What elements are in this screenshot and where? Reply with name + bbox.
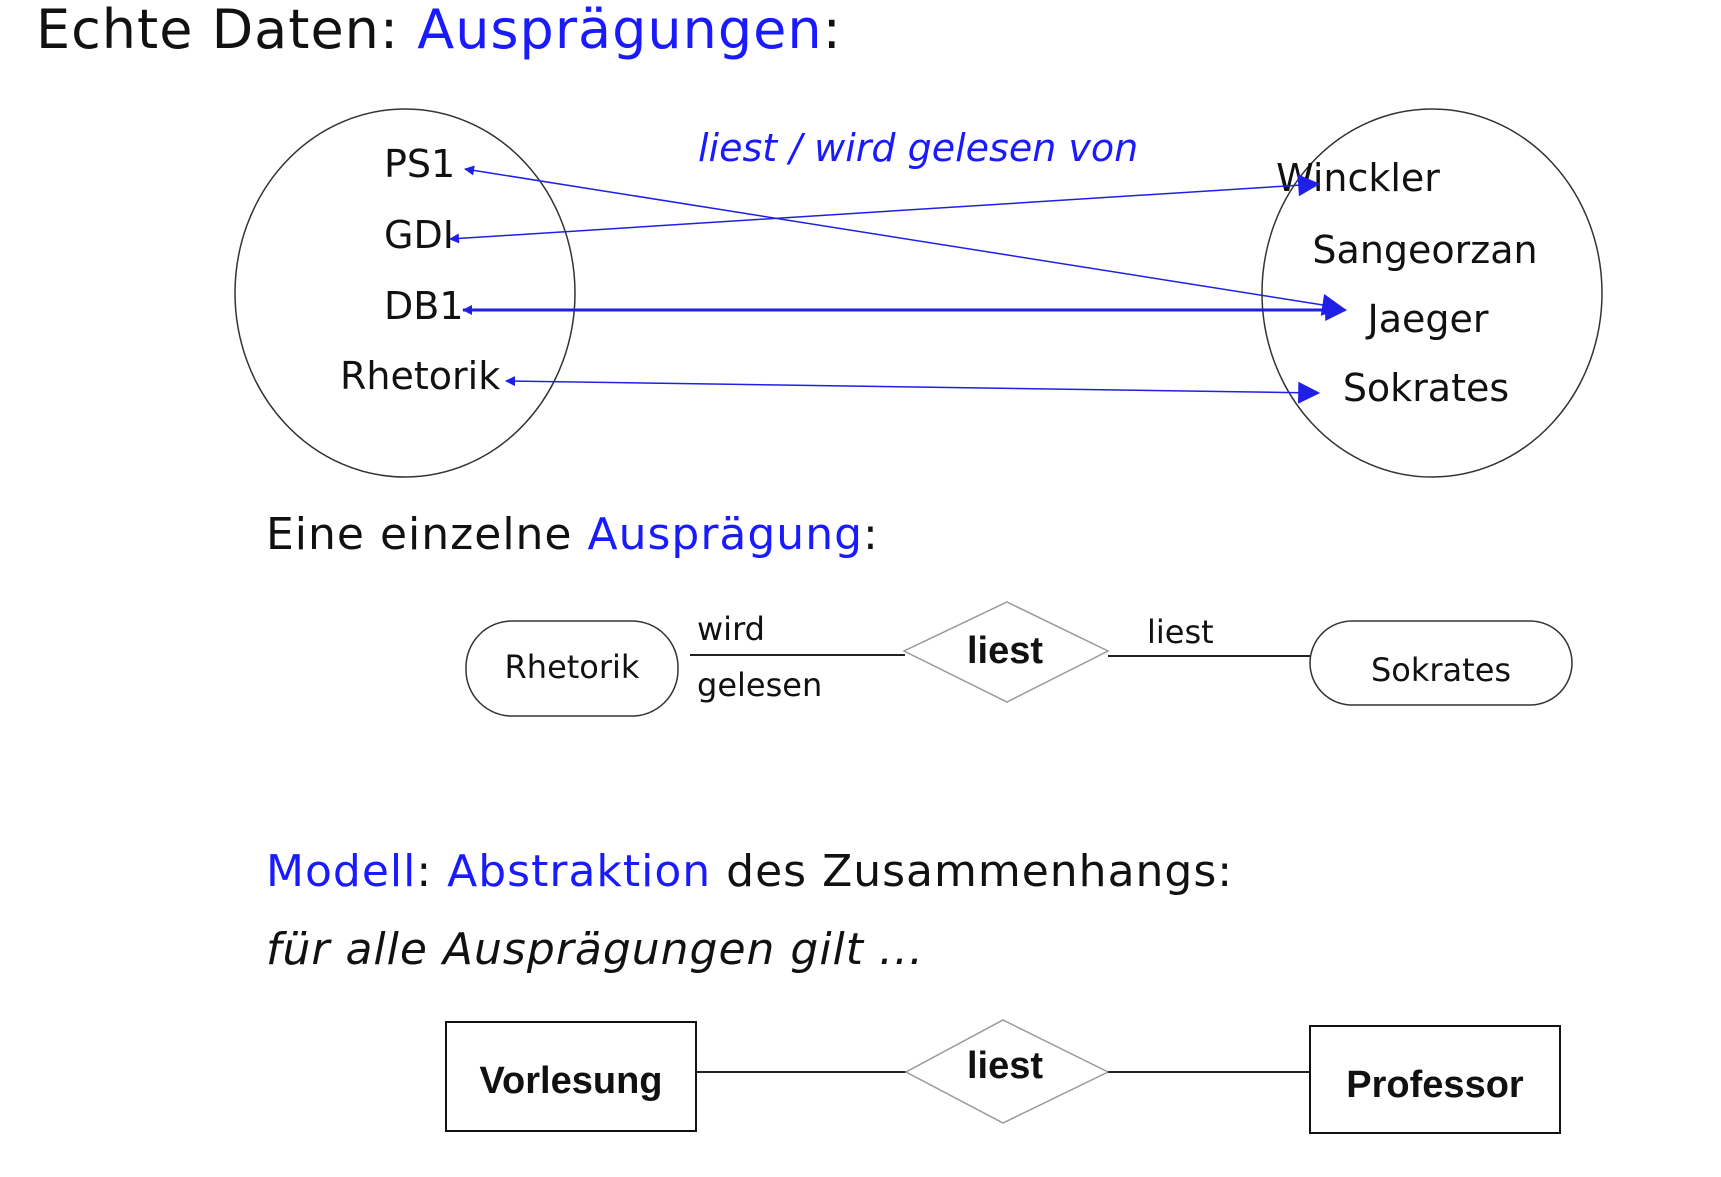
heading-highlight: Ausprägungen	[417, 0, 823, 61]
course-ps1: PS1	[384, 142, 455, 186]
heading-highlight-abstraktion: Abstraktion	[447, 846, 712, 897]
entity-instance-rhetorik-label: Rhetorik	[505, 648, 640, 686]
role-gelesen: gelesen	[697, 666, 822, 704]
course-db1: DB1	[384, 284, 464, 328]
role-liest: liest	[1147, 613, 1214, 651]
heading-text: Eine einzelne	[266, 509, 588, 560]
heading-echte-daten: Echte Daten: Ausprägungen:	[36, 0, 842, 61]
course-rhetorik: Rhetorik	[340, 354, 500, 398]
course-gdi: GDI	[384, 213, 454, 257]
heading-fuer-alle: für alle Ausprägungen gilt ...	[266, 924, 924, 975]
heading-highlight: Ausprägung	[587, 509, 864, 560]
heading-text: Echte Daten:	[36, 0, 418, 61]
relationship-model-diamond	[904, 1019, 1110, 1124]
heading-separator: :	[416, 846, 448, 897]
role-wird: wird	[697, 610, 765, 648]
professor-jaeger: Jaeger	[1366, 297, 1489, 341]
entity-instance-rhetorik	[465, 620, 679, 717]
entity-professor	[1309, 1025, 1561, 1134]
relationship-model-label: liest	[967, 1045, 1043, 1087]
entity-vorlesung-label: Vorlesung	[480, 1060, 663, 1102]
arrow-gdi-winckler	[449, 174, 1321, 244]
relationship-instance-label: liest	[967, 630, 1043, 672]
relationship-instance-diamond	[902, 601, 1110, 703]
heading-suffix: des Zusammenhangs:	[711, 846, 1234, 897]
professor-winckler: Winckler	[1276, 156, 1440, 200]
heading-modell: Modell: Abstraktion des Zusammenhangs:	[266, 846, 1233, 897]
heading-suffix: :	[822, 0, 842, 61]
professor-sangeorzan: Sangeorzan	[1312, 228, 1537, 272]
heading-highlight-modell: Modell	[266, 846, 417, 897]
professor-sokrates: Sokrates	[1343, 366, 1509, 410]
heading-suffix: :	[863, 509, 879, 560]
relation-label: liest / wird gelesen von	[698, 126, 1138, 170]
arrow-ps1-jaeger	[464, 165, 1345, 316]
heading-einzelne-auspraegung: Eine einzelne Ausprägung:	[266, 509, 879, 560]
arrow-rhetorik-sokrates	[505, 376, 1321, 404]
entity-vorlesung	[445, 1021, 697, 1132]
entity-professor-label: Professor	[1346, 1064, 1524, 1106]
entity-instance-sokrates	[1309, 620, 1573, 706]
entity-instance-sokrates-label: Sokrates	[1371, 651, 1511, 689]
